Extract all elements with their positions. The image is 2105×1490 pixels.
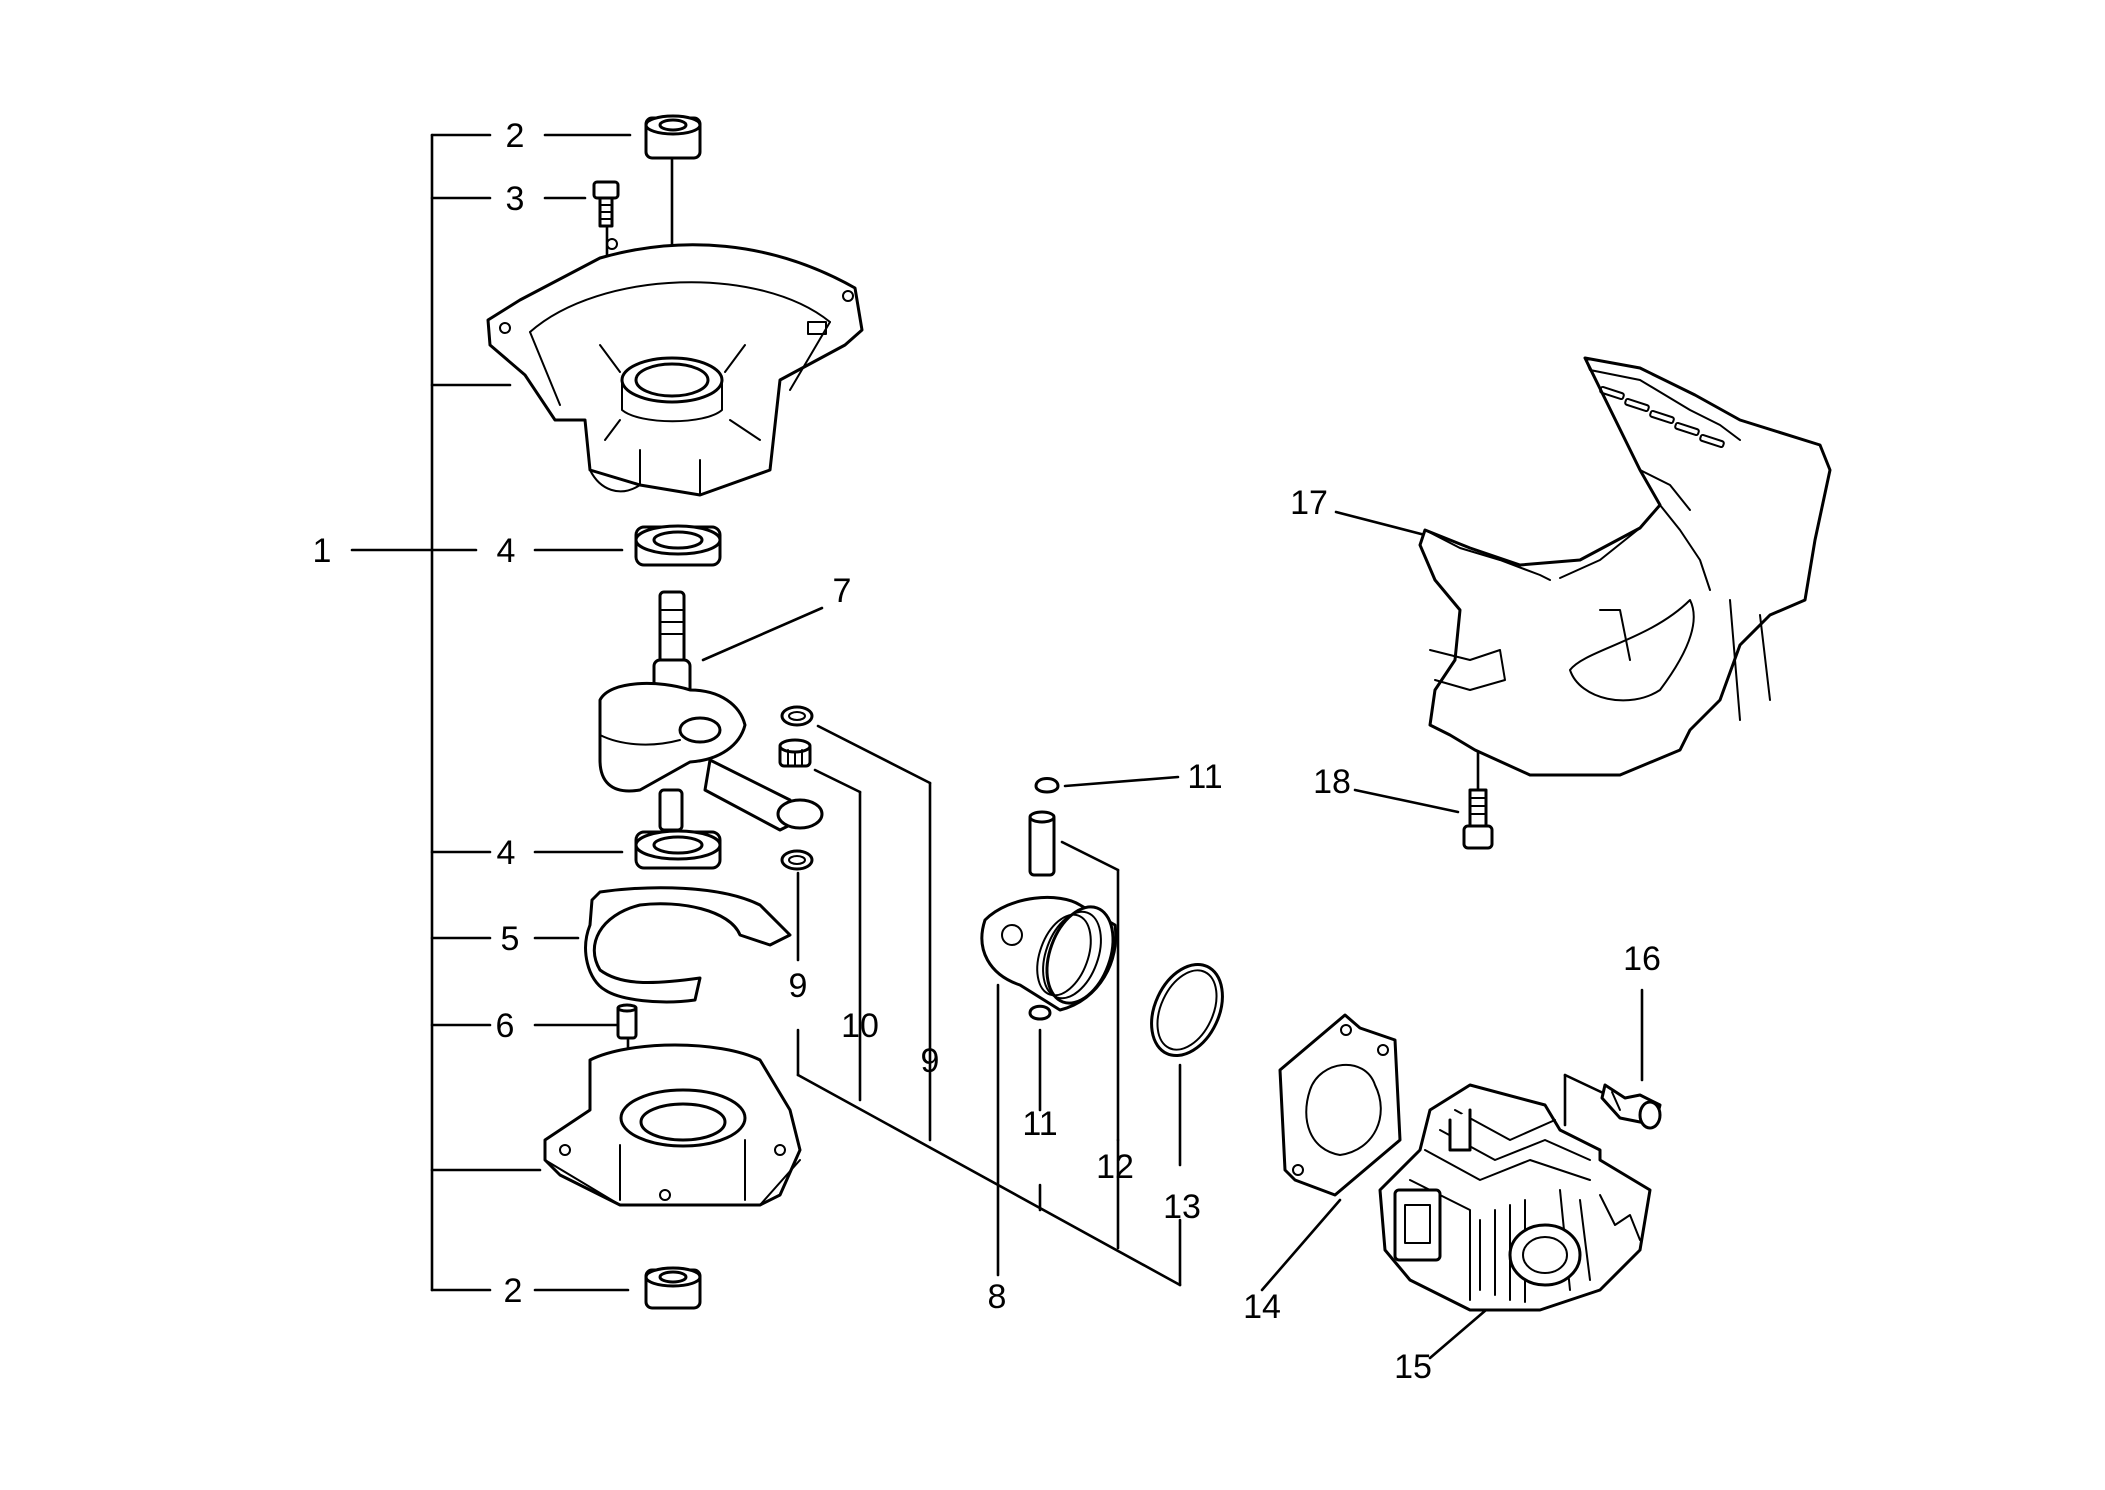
ball-bearing-lower [634, 829, 722, 870]
callout-14: 14 [1243, 1288, 1281, 1326]
callout-18: 18 [1313, 763, 1351, 801]
bolt-small [592, 180, 620, 228]
bearing-top [644, 114, 702, 160]
callout-4-bottom: 4 [497, 834, 516, 872]
thrust-washer-lower [780, 849, 814, 871]
callout-11-bottom: 11 [1022, 1105, 1057, 1143]
piston-pin [1028, 810, 1056, 877]
callout-9-right: 9 [921, 1042, 940, 1080]
callout-7: 7 [833, 572, 852, 610]
callout-1: 1 [313, 532, 332, 570]
circlip-upper [1034, 777, 1060, 794]
callout-labels: 1 2 3 4 7 4 5 6 2 9 10 9 11 11 12 13 8 1… [313, 117, 1661, 1386]
callout-16: 16 [1623, 940, 1661, 978]
callout-2-top: 2 [506, 117, 525, 155]
cover-bolt [1462, 788, 1494, 850]
piston [980, 895, 1118, 1012]
callout-15: 15 [1394, 1348, 1432, 1386]
crankcase-lower [543, 1043, 802, 1207]
cylinder-gasket [1278, 1013, 1402, 1197]
callout-11-top: 11 [1187, 758, 1222, 796]
callout-12: 12 [1096, 1148, 1134, 1186]
circlip-lower [1028, 1004, 1052, 1021]
ball-bearing-upper [634, 524, 722, 567]
cylinder [1378, 1083, 1652, 1312]
piston-ring [1150, 962, 1224, 1058]
callout-3: 3 [506, 180, 525, 218]
callout-10: 10 [841, 1007, 879, 1045]
callout-6: 6 [496, 1007, 515, 1045]
needle-bearing [778, 738, 812, 768]
crankcase-gasket [584, 886, 792, 1004]
callout-2-bottom: 2 [504, 1272, 523, 1310]
spark-plug [1600, 1083, 1662, 1130]
callout-17: 17 [1290, 484, 1328, 522]
callout-13: 13 [1163, 1188, 1201, 1226]
callout-4-top: 4 [497, 532, 516, 570]
engine-cover [1418, 356, 1832, 777]
crankshaft [598, 590, 824, 832]
callout-5: 5 [501, 920, 520, 958]
callout-8: 8 [988, 1278, 1007, 1316]
crankcase-upper [486, 238, 864, 497]
dowel-pin [616, 1003, 638, 1040]
callout-9-left: 9 [789, 967, 808, 1005]
thrust-washer-upper [780, 705, 814, 727]
bearing-bottom [644, 1266, 702, 1310]
